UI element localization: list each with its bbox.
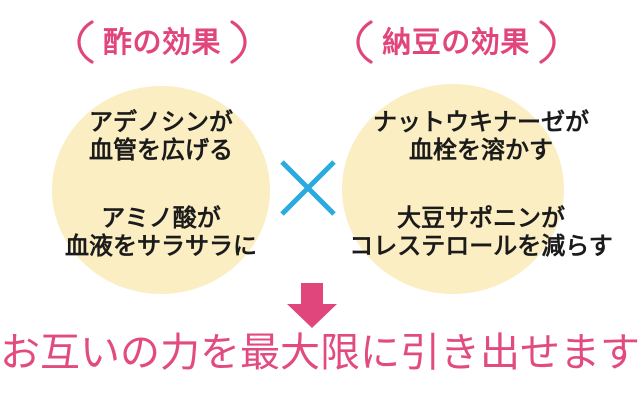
benefit-right-1-line2: 血栓を溶かす bbox=[409, 136, 553, 165]
multiply-x-icon bbox=[278, 158, 338, 218]
benefit-left-2: アミノ酸が 血液をサラサラに bbox=[0, 204, 322, 260]
benefit-right-1: ナットウキナーゼが 血栓を溶かす bbox=[322, 108, 640, 164]
benefit-right-2-line2: コレステロールを減らす bbox=[349, 232, 613, 261]
benefit-circle-right bbox=[342, 84, 564, 294]
benefit-right-2: 大豆サポニンが コレステロールを減らす bbox=[322, 204, 640, 260]
right-paren-arc-icon bbox=[539, 19, 556, 65]
left-paren-arc-icon bbox=[356, 19, 373, 65]
benefit-left-1: アデノシンが 血管を広げる bbox=[0, 108, 322, 164]
benefit-left-1-line1: アデノシンが bbox=[89, 108, 233, 136]
right-paren-arc-icon bbox=[230, 19, 247, 65]
benefit-circle-left bbox=[52, 86, 270, 294]
benefit-left-1-line2: 血管を広げる bbox=[89, 136, 233, 165]
tagline-text: お互いの力を最大限に引き出せます bbox=[0, 330, 640, 376]
heading-label-right: 納豆の効果 bbox=[382, 24, 530, 59]
benefit-right-2-line1: 大豆サポニンが bbox=[397, 204, 565, 232]
heading-group-right: 納豆の効果 bbox=[330, 18, 582, 66]
benefit-left-2-line1: アミノ酸が bbox=[101, 204, 221, 232]
heading-label-left: 酢の効果 bbox=[102, 24, 221, 59]
benefit-left-2-line2: 血液をサラサラに bbox=[65, 232, 257, 261]
benefit-right-1-line1: ナットウキナーゼが bbox=[373, 108, 589, 136]
arrow-down-icon bbox=[286, 283, 338, 328]
heading-group-left: 酢の効果 bbox=[46, 18, 278, 66]
left-paren-arc-icon bbox=[77, 19, 94, 65]
